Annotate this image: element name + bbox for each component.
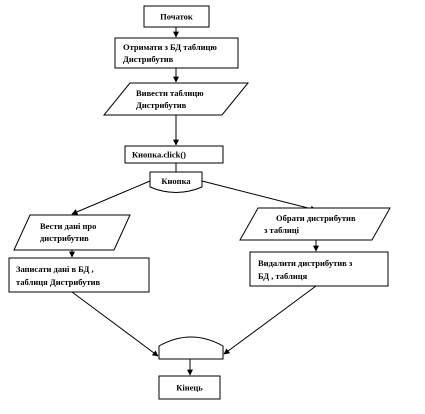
select-dist-line-2: з таблиці: [264, 225, 300, 235]
arrow-decision-to-enter: [71, 180, 151, 215]
save-data-block: Записати дані в БД , таблиця Дистрибутив: [8, 257, 150, 293]
delete-dist-line-2: БД , таблиця: [258, 271, 308, 281]
decision-block: Кнопка: [149, 171, 203, 193]
get-table-line-1: Отримати з БД таблицю: [123, 42, 217, 52]
end-label: Кінець: [176, 383, 203, 393]
delete-dist-block: Видалити дистрибутив з БД , таблиця: [249, 251, 389, 287]
button-click-block: Кнопка.click(): [124, 145, 224, 164]
get-table-line-2: Дистрибутив: [123, 54, 174, 64]
arrow-delete-to-merge: [223, 285, 317, 355]
end-block: Кінець: [158, 375, 221, 400]
decision-label: Кнопка: [161, 176, 191, 186]
enter-data-line-2: дистрибутив: [40, 233, 89, 243]
start-label: Початок: [160, 12, 193, 22]
enter-data-line-1: Вести дані про: [40, 221, 96, 231]
select-dist-block: Обрати дистрибутив з таблиці: [239, 207, 391, 241]
save-data-line-2: таблиця Дистрибутив: [16, 277, 101, 287]
show-table-line-2: Дистрибутив: [136, 100, 187, 110]
arrow-decision-to-select: [201, 180, 317, 212]
enter-data-block: Вести дані про дистрибутив: [13, 214, 131, 251]
show-table-block: Вивести таблицю Дистрибутив: [102, 82, 250, 116]
show-table-line-1: Вивести таблицю: [136, 88, 204, 98]
select-dist-line-1: Обрати дистрибутив: [276, 213, 356, 223]
get-table-block: Отримати з БД таблицю Дистрибутив: [114, 37, 239, 69]
start-block: Початок: [143, 5, 210, 28]
merge-block: [158, 336, 224, 360]
arrow-save-to-merge: [71, 291, 159, 357]
delete-dist-line-1: Видалити дистрибутив з: [258, 258, 353, 268]
connectors: [69, 27, 319, 376]
button-click-label: Кнопка.click(): [132, 150, 186, 160]
save-data-line-1: Записати дані в БД ,: [16, 264, 94, 274]
